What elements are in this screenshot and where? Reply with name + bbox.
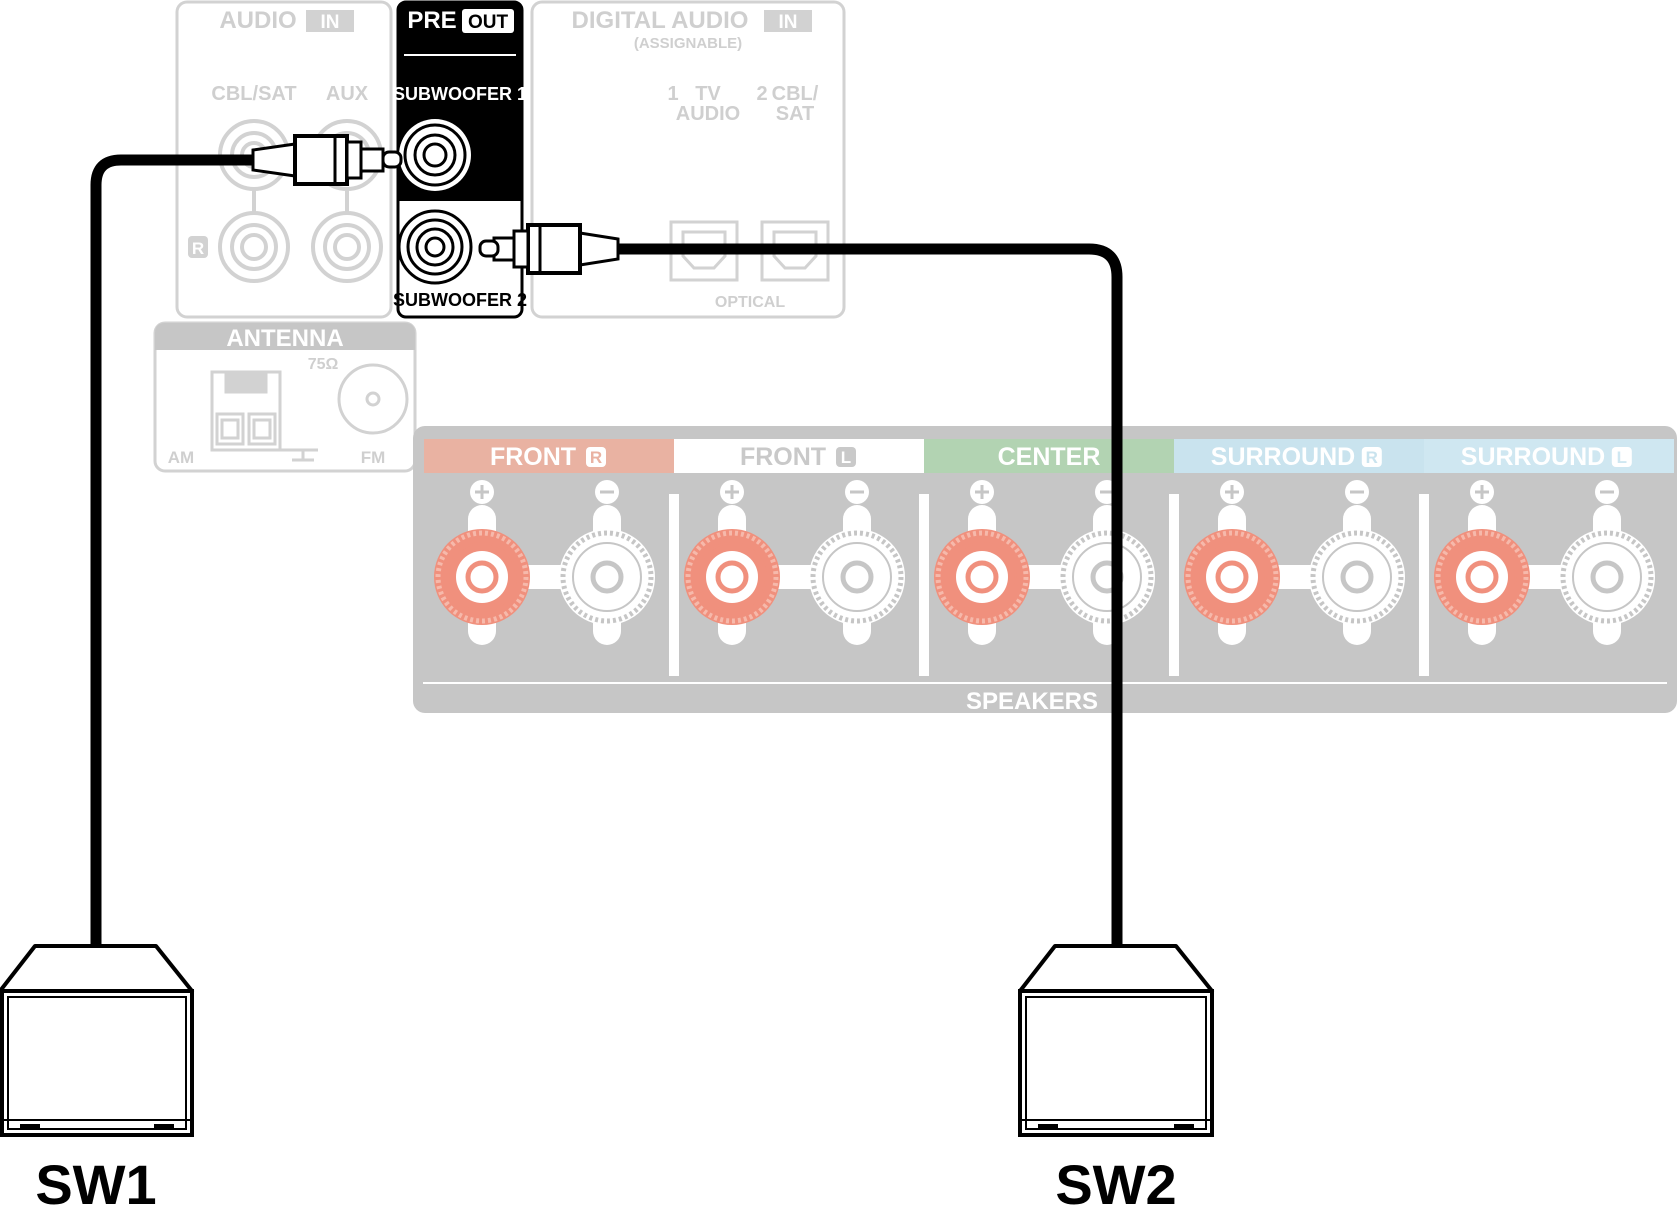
subwoofer-sw1-label: SW1 xyxy=(35,1153,156,1216)
speaker-channel-surround-l: SURROUND L xyxy=(1424,439,1674,473)
speaker-channel-name: SURROUND xyxy=(1211,443,1355,471)
pre-out-panel: PRE OUT SUBWOOFER 1 SUBWOOFER 2 xyxy=(393,0,527,319)
fm-terminal xyxy=(337,363,409,435)
rca-plug-sw1 xyxy=(251,134,403,186)
speaker-terminal-pair[interactable] xyxy=(1184,480,1405,645)
digital-in-tv-line2: AUDIO xyxy=(676,103,740,125)
audio-in-r-mark: R xyxy=(192,239,204,258)
cable-sw2 xyxy=(478,223,1123,947)
antenna-am-label: AM xyxy=(168,448,194,467)
rca-plug-sw2 xyxy=(478,223,620,275)
pre-out-badge: OUT xyxy=(468,12,509,33)
speaker-channel-side: R xyxy=(590,448,602,467)
audio-in-aux-label: AUX xyxy=(326,83,369,105)
speaker-terminal-pair[interactable] xyxy=(1434,480,1655,645)
speaker-channel-name: CENTER xyxy=(998,443,1101,471)
speaker-channel-side: L xyxy=(841,448,851,467)
digital-in-badge: IN xyxy=(779,12,798,33)
digital-in-tv-number: 1 xyxy=(667,83,678,105)
subwoofer-sw2-label: SW2 xyxy=(1055,1153,1176,1216)
speaker-channel-side: R xyxy=(1366,448,1378,467)
digital-in-cbl-number: 2 xyxy=(756,83,767,105)
digital-in-tv-line1: TV xyxy=(695,83,721,105)
speaker-channel-headers: FRONT R FRONT L CENTER SURROUND R SURROUND L xyxy=(424,439,1674,473)
speaker-channel-side: L xyxy=(1617,448,1627,467)
speaker-terminal-pair[interactable] xyxy=(684,480,905,645)
speaker-channel-front-r: FRONT R xyxy=(424,439,674,473)
speaker-channel-name: FRONT xyxy=(740,443,826,471)
speaker-channel-front-l: FRONT L xyxy=(674,439,924,473)
audio-in-cbl-sat-label: CBL/SAT xyxy=(211,83,296,105)
audio-in-badge: IN xyxy=(321,12,340,33)
digital-in-optical-label: OPTICAL xyxy=(715,294,785,311)
speaker-terminal-pair[interactable] xyxy=(434,480,655,645)
digital-in-cbl-line2: SAT xyxy=(776,103,815,125)
subwoofer2-jack[interactable] xyxy=(397,209,473,285)
subwoofer-sw1 xyxy=(0,944,194,1137)
speakers-label: SPEAKERS xyxy=(966,688,1098,715)
audio-in-title: AUDIO xyxy=(219,7,296,34)
speaker-channel-center: CENTER xyxy=(924,439,1174,473)
speaker-channel-surround-r: SURROUND R xyxy=(1174,439,1424,473)
pre-out-title: PRE xyxy=(407,7,456,34)
digital-in-title: DIGITAL AUDIO xyxy=(572,7,749,34)
pre-out-sub1-label: SUBWOOFER 1 xyxy=(393,84,527,104)
speaker-channel-name: FRONT xyxy=(490,443,576,471)
antenna-panel: ANTENNA 75Ω AM FM xyxy=(153,321,417,473)
speakers-panel: FRONT R FRONT L CENTER SURROUND R SURROUND L SPE… xyxy=(413,426,1677,715)
am-terminal xyxy=(210,370,318,462)
antenna-title: ANTENNA xyxy=(226,325,343,352)
digital-in-cbl-line1: CBL/ xyxy=(772,83,819,105)
digital-in-assignable: (ASSIGNABLE) xyxy=(634,35,742,52)
cable-sw1 xyxy=(90,134,403,947)
subwoofer-sw2 xyxy=(1018,944,1214,1137)
speaker-terminals xyxy=(434,480,1655,676)
antenna-ohm: 75Ω xyxy=(308,356,339,373)
speaker-channel-name: SURROUND xyxy=(1461,443,1605,471)
pre-out-sub2-label: SUBWOOFER 2 xyxy=(393,290,527,310)
subwoofer1-jack[interactable] xyxy=(399,119,471,191)
antenna-fm-label: FM xyxy=(361,448,386,467)
